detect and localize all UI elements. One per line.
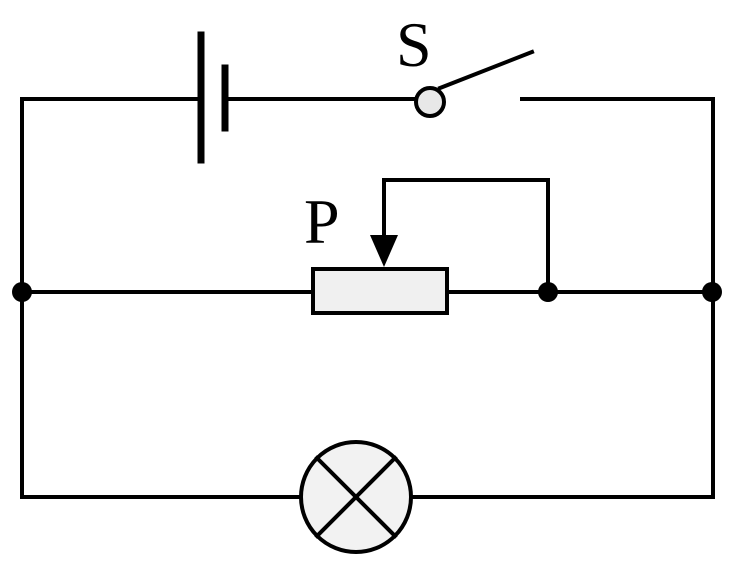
switch-icon <box>414 49 535 118</box>
lamp-icon <box>299 440 413 554</box>
bottom-branch <box>20 290 715 554</box>
lamp-cross-b <box>314 455 398 539</box>
switch-to-right-wire <box>520 97 715 294</box>
slider-arrow-icon <box>370 235 398 267</box>
switch-blade <box>437 49 535 91</box>
middle-branch: P <box>12 178 722 315</box>
slider-label: P <box>304 186 340 257</box>
slider-lead-wire <box>382 178 550 294</box>
bottom-right-wire <box>409 290 715 499</box>
switch-label: S <box>396 9 432 80</box>
top-branch: S <box>20 9 715 294</box>
bottom-left-wire <box>20 290 303 499</box>
rheostat-icon <box>311 267 449 315</box>
switch-pivot <box>414 86 446 118</box>
junction-slider <box>538 282 558 302</box>
battery-icon <box>197 31 229 164</box>
top-left-wire <box>20 97 202 294</box>
